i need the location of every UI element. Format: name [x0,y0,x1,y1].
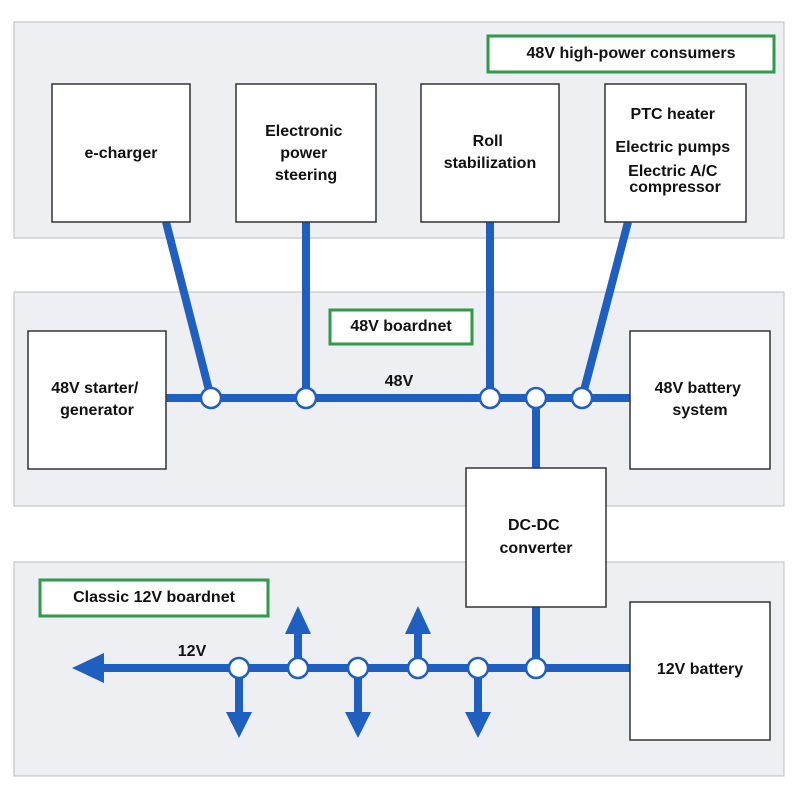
tag-48v-consumers [486,34,776,74]
nodes [199,386,594,680]
arrow-up-1 [285,606,311,634]
tag-12v-boardnet [38,578,270,618]
arrowheads [72,606,491,738]
converter-label: DC-DC converter [500,517,573,557]
tag-48v-boardnet [328,308,474,346]
node-12v-5 [466,656,490,680]
tag-12v-boardnet-label: Classic 12V boardnet [73,589,236,606]
node-12v-converter [524,656,548,680]
wire-echarger [162,221,215,399]
ptc-box [604,83,747,223]
starter-label: 48V starter/ generator [51,380,143,419]
roll-box [420,83,560,223]
node-48v-echarger [199,386,223,410]
bus-48v-label: 48V [385,373,414,390]
node-48v-converter [524,386,548,410]
echarger-label: e-charger [85,145,158,162]
battery48-label: 48V battery system [655,380,746,419]
ptc-label: PTC heater Electric pumps Electric A/C c… [615,106,734,196]
wires [96,220,632,716]
arrow-down-1 [226,712,252,738]
battery48-box [629,330,771,470]
wire-ptc [578,220,632,400]
battery12-box [629,601,771,741]
steering-label: Electronic power steering [265,123,347,184]
converter-box [465,467,607,608]
node-12v-2 [286,656,310,680]
arrow-left-12v [72,653,104,683]
tag-48v-boardnet-label: 48V boardnet [350,318,452,335]
node-48v-steering [294,386,318,410]
node-48v-ptc [570,386,594,410]
node-12v-4 [406,656,430,680]
node-12v-3 [346,656,370,680]
starter-box [27,330,167,470]
arrow-up-2 [405,606,431,634]
node-12v-1 [227,656,251,680]
steering-box [235,83,377,223]
battery12-label: 12V battery [657,661,743,678]
echarger-box [51,83,191,223]
tag-48v-consumers-label: 48V high-power consumers [527,45,736,62]
node-48v-roll [478,386,502,410]
bus-12v-label: 12V [178,643,207,660]
roll-label: Roll stabilization [444,133,536,172]
arrow-down-2 [345,712,371,738]
arrow-down-3 [465,712,491,738]
